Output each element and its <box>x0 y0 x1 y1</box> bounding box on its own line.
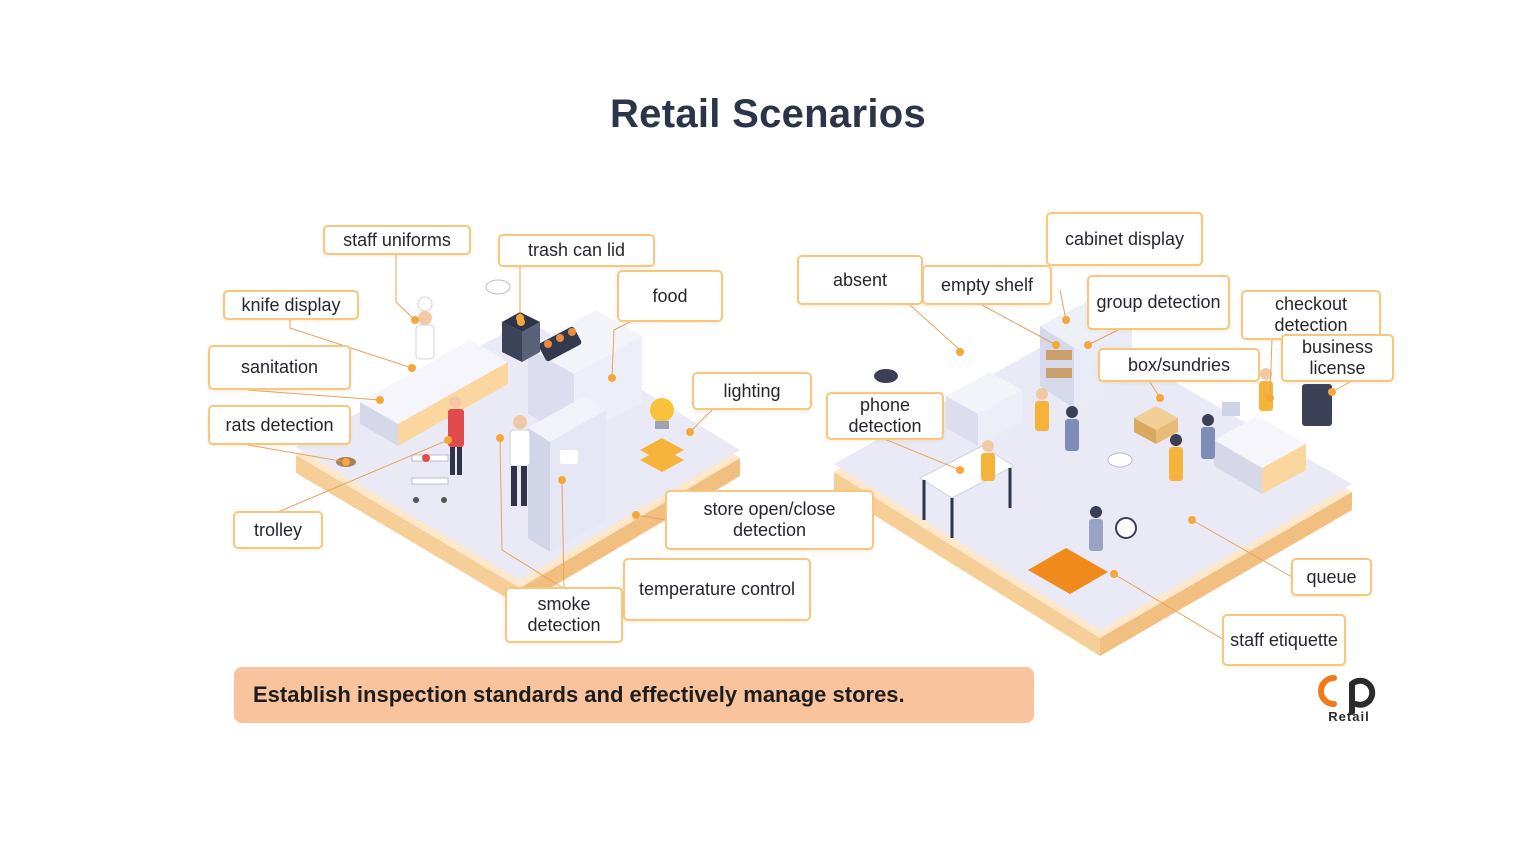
callout-temperature-control: temperature control <box>623 558 811 621</box>
clock-icon <box>1115 517 1137 539</box>
camera-kitchen <box>485 279 511 295</box>
callout-sanitation: sanitation <box>208 345 351 390</box>
camera-store-1 <box>874 369 898 383</box>
callout-rats-detection: rats detection <box>208 405 351 445</box>
callout-absent: absent <box>797 255 923 305</box>
staff-figure <box>448 396 464 475</box>
lamp <box>640 398 684 472</box>
callout-staff-uniforms: staff uniforms <box>323 225 471 255</box>
callout-business-license: business license <box>1281 334 1394 382</box>
trolley-cart <box>411 454 449 503</box>
callout-lighting: lighting <box>692 372 812 410</box>
callout-queue: queue <box>1291 558 1372 596</box>
callout-trash-can-lid: trash can lid <box>498 234 655 267</box>
reception-block <box>946 372 1022 446</box>
callout-store-open-close-detection: store open/close detection <box>665 490 874 550</box>
hotspot-dots <box>342 314 1336 578</box>
callout-cabinet-display: cabinet display <box>1046 212 1203 266</box>
chef-figure <box>415 296 435 360</box>
callout-checkout-detection: checkout detection <box>1241 290 1381 340</box>
callout-connectors <box>247 255 1351 641</box>
tagline-banner: Establish inspection standards and effec… <box>234 667 1034 723</box>
callout-box-sundries: box/sundries <box>1098 348 1260 382</box>
callout-food: food <box>617 270 723 322</box>
tagline-text: Establish inspection standards and effec… <box>253 682 905 707</box>
camera-store-2 <box>1107 452 1133 468</box>
callout-phone-detection: phone detection <box>826 392 944 440</box>
callout-smoke-detection: smoke detection <box>505 587 623 643</box>
page-title: Retail Scenarios <box>609 92 927 136</box>
callout-staff-etiquette: staff etiquette <box>1222 614 1346 666</box>
welcome-mat <box>1028 548 1108 594</box>
callout-group-detection: group detection <box>1087 275 1230 330</box>
fridge <box>528 396 606 552</box>
checkout-counter <box>1214 402 1306 494</box>
op-logo-icon <box>1318 675 1376 715</box>
callout-trolley: trolley <box>233 511 323 549</box>
callout-empty-shelf: empty shelf <box>922 265 1052 305</box>
boxes <box>1134 406 1178 444</box>
people-figures <box>981 368 1273 551</box>
brand-name: Retail <box>1328 709 1370 724</box>
waiter-figure <box>509 415 531 506</box>
callout-knife-display: knife display <box>223 290 359 320</box>
license-board <box>1302 384 1332 426</box>
